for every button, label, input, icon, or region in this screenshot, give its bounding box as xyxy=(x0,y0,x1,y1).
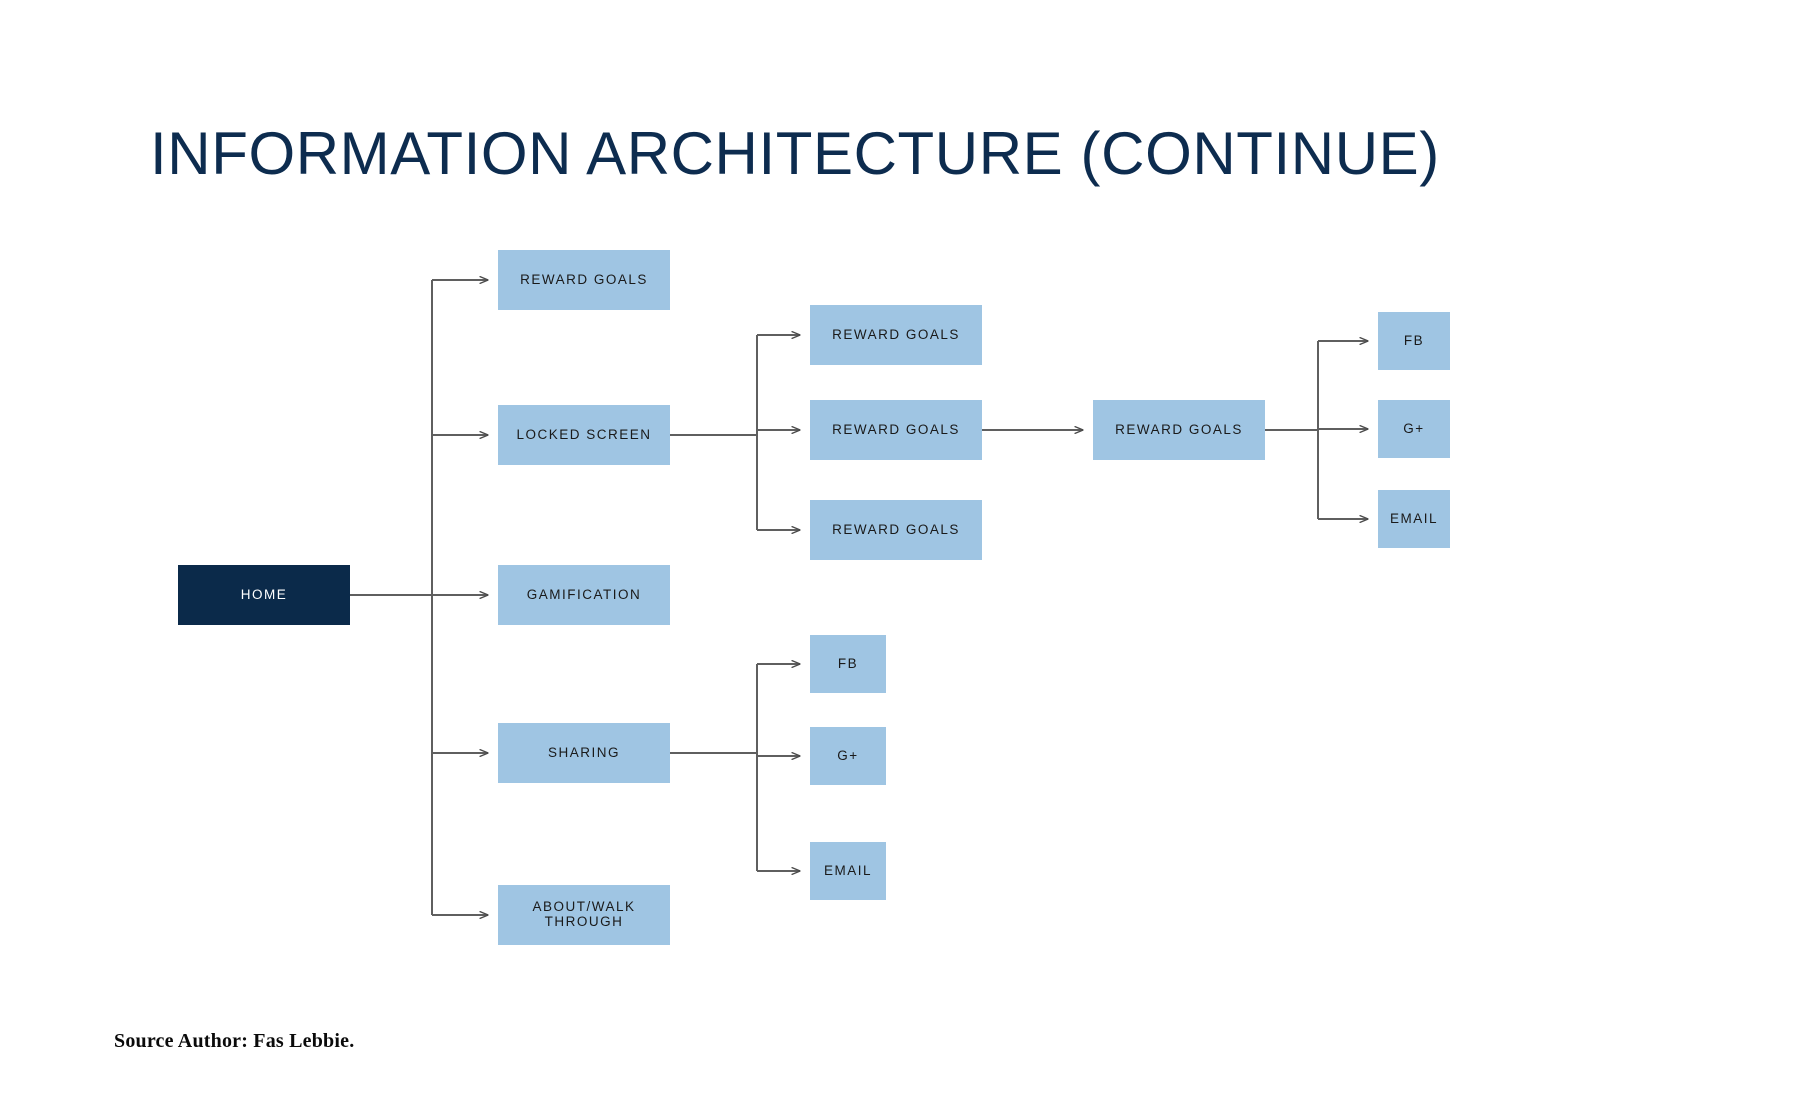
node-locked-screen[interactable]: LOCKED SCREEN xyxy=(498,405,670,465)
node-gamification[interactable]: GAMIFICATION xyxy=(498,565,670,625)
node-reward-goals-1[interactable]: REWARD GOALS xyxy=(498,250,670,310)
node-about-walk-through[interactable]: ABOUT/WALK THROUGH xyxy=(498,885,670,945)
node-reward-goals-2b[interactable]: REWARD GOALS xyxy=(810,400,982,460)
node-reward-goals-3[interactable]: REWARD GOALS xyxy=(1093,400,1265,460)
node-sharing-fb[interactable]: FB xyxy=(810,635,886,693)
source-author-note: Source Author: Fas Lebbie. xyxy=(114,1030,355,1052)
page-title: INFORMATION ARCHITECTURE (CONTINUE) xyxy=(150,120,1440,188)
node-reward-goals-2a[interactable]: REWARD GOALS xyxy=(810,305,982,365)
node-sharing-gplus[interactable]: G+ xyxy=(810,727,886,785)
node-sharing-email[interactable]: EMAIL xyxy=(810,842,886,900)
node-reward-fb[interactable]: FB xyxy=(1378,312,1450,370)
node-home[interactable]: HOME xyxy=(178,565,350,625)
node-reward-gplus[interactable]: G+ xyxy=(1378,400,1450,458)
node-sharing[interactable]: SHARING xyxy=(498,723,670,783)
node-reward-goals-2c[interactable]: REWARD GOALS xyxy=(810,500,982,560)
node-reward-email[interactable]: EMAIL xyxy=(1378,490,1450,548)
